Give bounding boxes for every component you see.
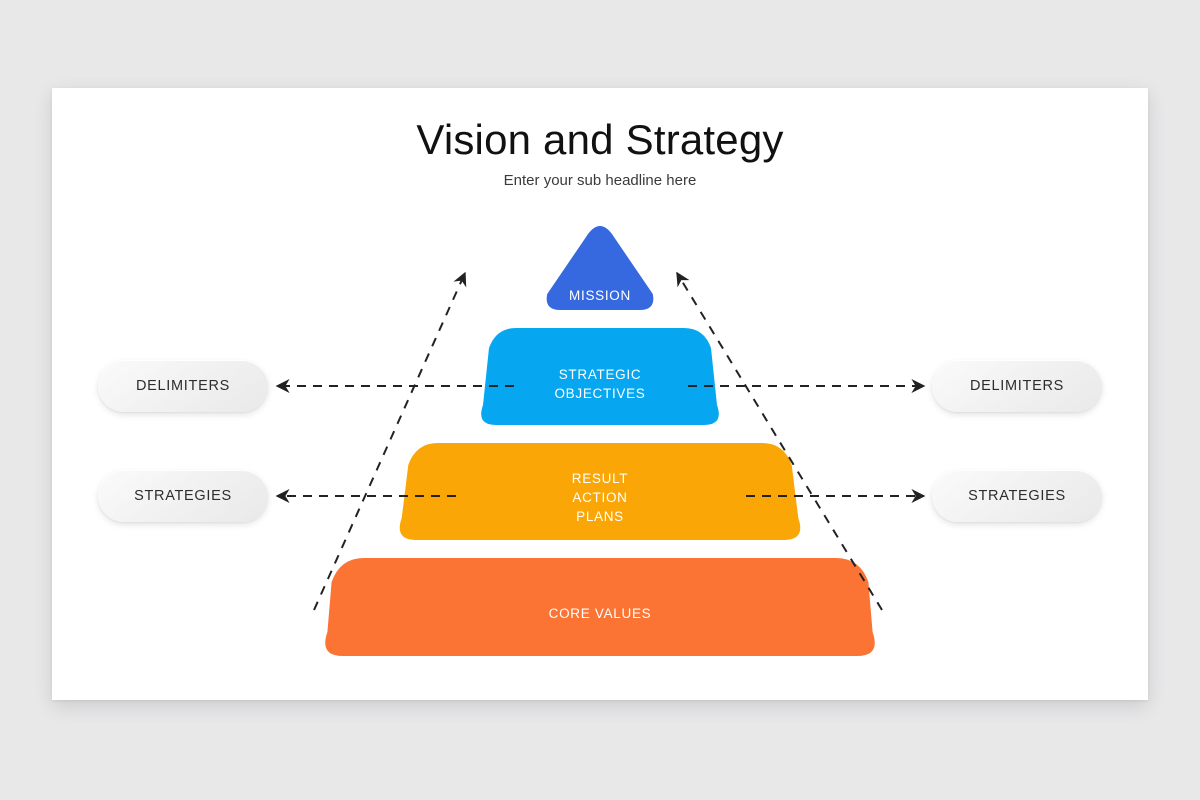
pyramid-diagram: MISSION STRATEGIC OBJECTIVES RESULT ACTI… [52, 88, 1148, 700]
page-title: Vision and Strategy [416, 116, 784, 163]
callout-strategies-left[interactable]: STRATEGIES [98, 470, 268, 522]
guide-line-left-diagonal [313, 271, 467, 611]
guide-line-right-diagonal [676, 271, 883, 611]
callout-delimiters-left[interactable]: DELIMITERS [98, 360, 268, 412]
pyramid-tier-core-values[interactable] [325, 558, 875, 656]
pyramid-tier-strategic-objectives[interactable] [481, 328, 719, 425]
pyramid-tier-result-action-plans[interactable] [399, 443, 801, 540]
callout-strategies-right[interactable]: STRATEGIES [932, 470, 1102, 522]
callout-delimiters-right[interactable]: DELIMITERS [932, 360, 1102, 412]
diagram-canvas [275, 226, 926, 656]
slide-card: Vision and Strategy Enter your sub headl… [52, 88, 1148, 700]
pyramid-tier-mission[interactable] [546, 226, 654, 310]
page-subtitle: Enter your sub headline here [503, 172, 697, 189]
